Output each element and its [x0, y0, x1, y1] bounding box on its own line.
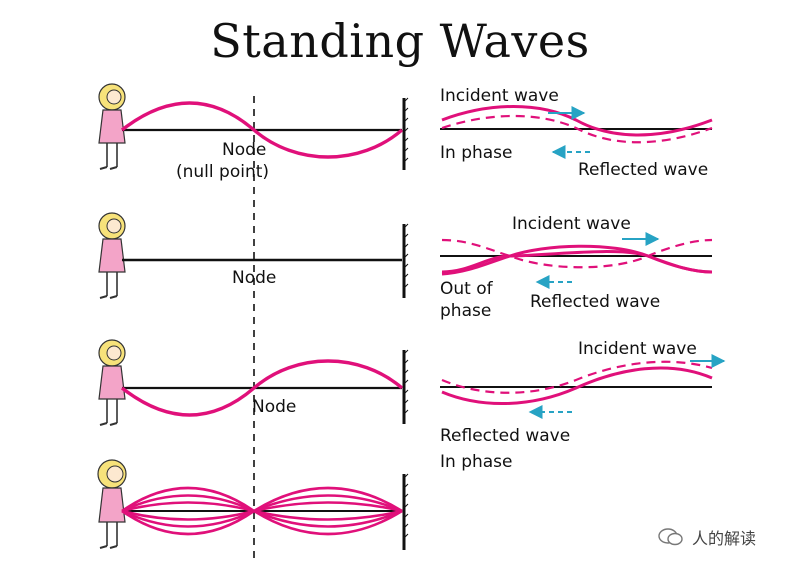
incident-wave-label-2: Incident wave — [512, 214, 631, 234]
null-point-label: (null point) — [176, 162, 269, 182]
node-label-1: Node — [222, 140, 266, 160]
standing-wave-envelope — [121, 486, 403, 536]
in-phase-label-1: In phase — [440, 143, 513, 163]
node-label-3: Node — [252, 397, 296, 417]
phase-label: phase — [440, 301, 491, 321]
row-4 — [97, 459, 409, 550]
girl-figure-3 — [98, 339, 126, 426]
incident-wave-3 — [441, 366, 713, 405]
out-of-label: Out of — [440, 279, 494, 299]
row-2: Node Incident wave Out of phase Reflecte… — [98, 212, 713, 321]
girl-figure-1 — [98, 83, 126, 170]
chat-bubbles-icon — [658, 528, 683, 546]
incident-wave-1 — [441, 105, 713, 137]
incident-wave-2-main — [441, 244, 713, 276]
incident-wave-label-3: Incident wave — [578, 339, 697, 359]
reflected-wave-label-2: Reflected wave — [530, 292, 660, 312]
in-phase-label-3: In phase — [440, 452, 513, 472]
wall-hatch-2 — [403, 223, 409, 289]
wall-hatch-3 — [403, 349, 409, 415]
reflected-wave-label-1: Reflected wave — [578, 160, 708, 180]
diagram-title: Standing Waves — [210, 14, 590, 68]
incident-wave-2 — [441, 250, 713, 274]
row-1: Node (null point) Incident wave In phase… — [98, 83, 713, 182]
reflected-wave-3 — [441, 360, 713, 394]
row-3: Node Incident wave Reflected wave In pha… — [98, 339, 726, 472]
watermark: 人的解读 — [658, 524, 756, 550]
standing-wave-1 — [120, 101, 404, 159]
watermark-text: 人的解读 — [692, 529, 757, 548]
wall-hatch-4 — [403, 473, 409, 539]
reflected-wave-1 — [441, 114, 713, 144]
reflected-wave-label-3: Reflected wave — [440, 426, 570, 446]
incident-wave-label-1: Incident wave — [440, 86, 559, 106]
wall-hatch-1 — [403, 97, 409, 163]
node-label-2: Node — [232, 268, 276, 288]
girl-figure-2 — [98, 212, 126, 299]
standing-wave-3 — [120, 359, 404, 417]
reflected-wave-2 — [441, 238, 713, 269]
girl-figure-4 — [97, 459, 127, 549]
